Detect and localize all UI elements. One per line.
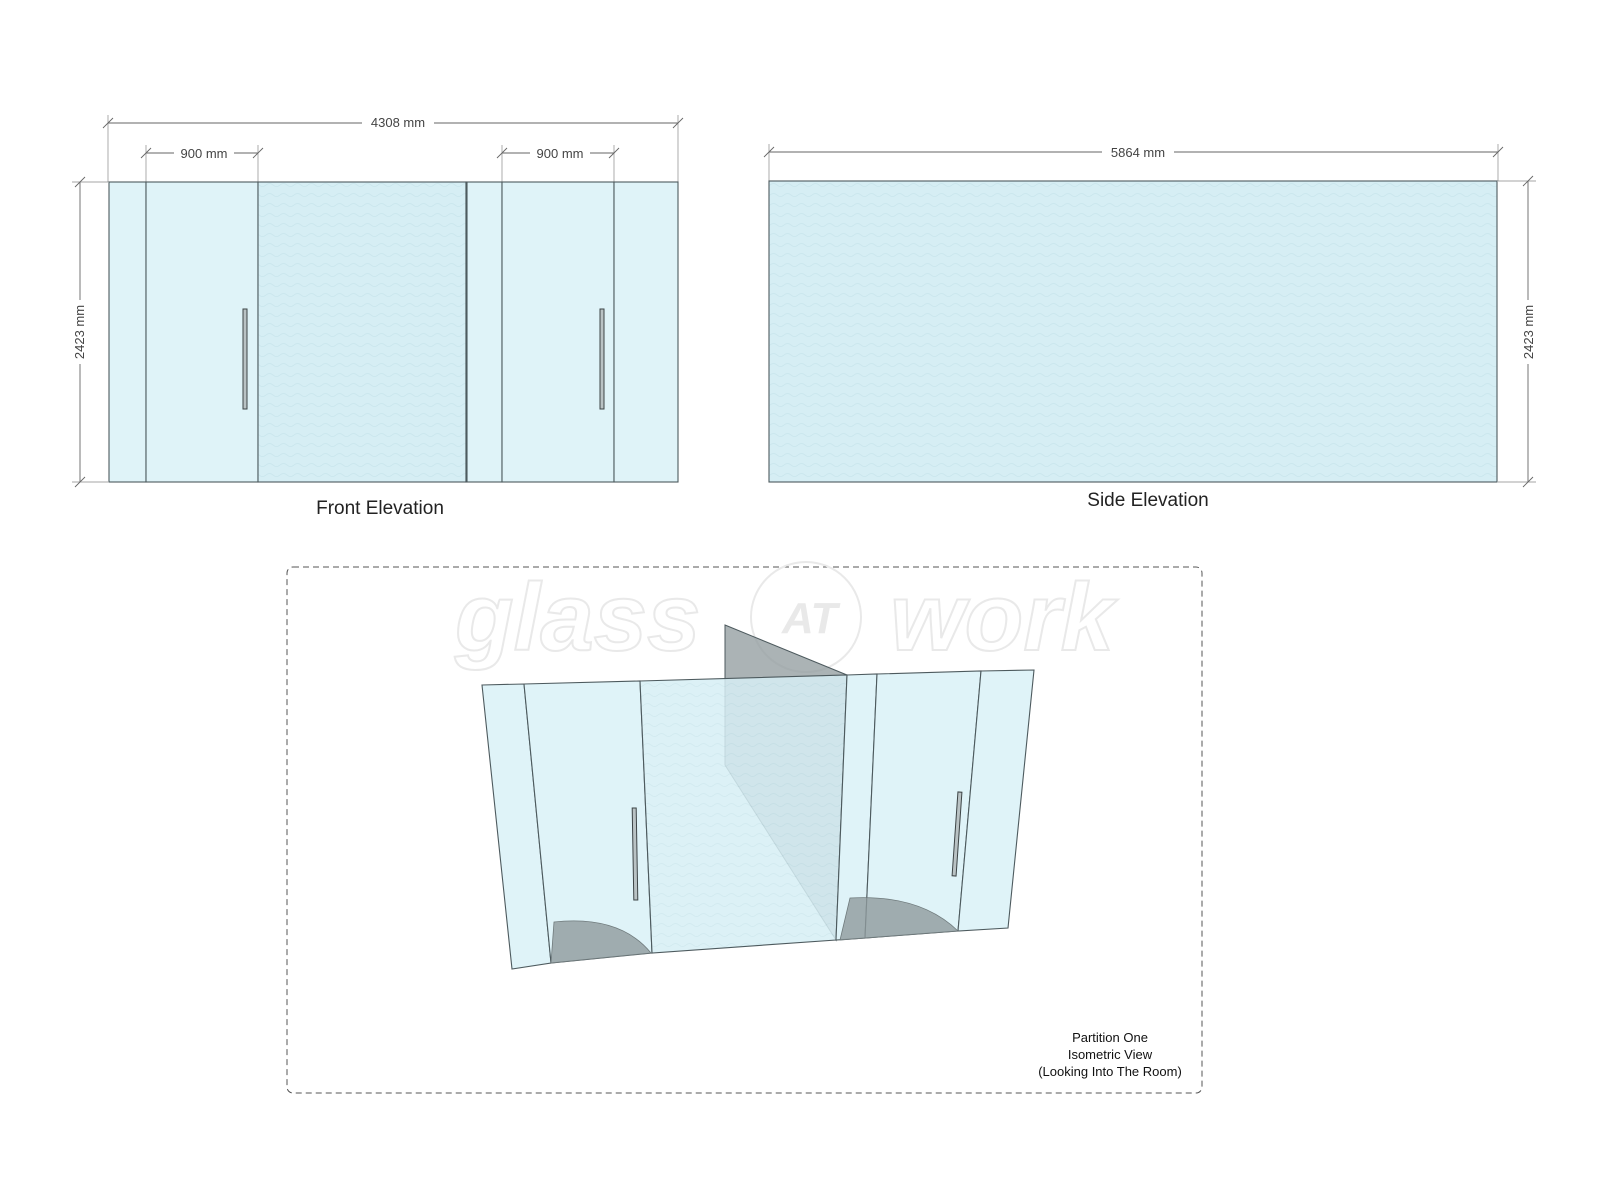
front-door-left-handle bbox=[242, 308, 248, 410]
iso-caption-line2: Isometric View bbox=[1068, 1047, 1153, 1062]
front-door-left bbox=[145, 181, 259, 483]
iso-caption-line1: Partition One bbox=[1072, 1030, 1148, 1045]
front-elevation: 4308 mm 900 mm 900 mm bbox=[71, 114, 684, 519]
watermark-logo: glass AT work bbox=[453, 561, 1120, 673]
front-door-left-width-label: 900 mm bbox=[181, 146, 228, 161]
side-elevation-title: Side Elevation bbox=[1087, 490, 1208, 511]
iso-side-panel-right bbox=[957, 669, 1035, 932]
side-height-label: 2423 mm bbox=[1521, 305, 1536, 359]
front-fixed-panel-center bbox=[257, 181, 467, 483]
front-door-left-width-dimension: 900 mm bbox=[140, 145, 264, 182]
front-overall-width-dimension: 4308 mm bbox=[102, 114, 684, 182]
front-overall-width-label: 4308 mm bbox=[371, 115, 425, 130]
svg-text:AT: AT bbox=[781, 594, 841, 643]
svg-text:glass: glass bbox=[454, 564, 700, 671]
front-side-panel-right bbox=[613, 181, 679, 483]
side-fixed-panel bbox=[768, 180, 1498, 483]
side-height-dimension: 2423 mm bbox=[1498, 175, 1537, 488]
front-door-right-width-label: 900 mm bbox=[537, 146, 584, 161]
iso-fixed-panel-center bbox=[639, 674, 848, 954]
isometric-view-frame bbox=[286, 566, 1203, 1094]
isometric-view: glass AT work Partition One Isometric Vi… bbox=[286, 561, 1203, 1094]
iso-door-left-handle bbox=[631, 807, 639, 901]
svg-text:work: work bbox=[890, 564, 1119, 671]
side-overall-width-label: 5864 mm bbox=[1111, 145, 1165, 160]
side-elevation: 5864 mm 2423 mm Side Elevation bbox=[763, 144, 1537, 511]
iso-door-right-swing bbox=[839, 897, 959, 941]
side-overall-width-dimension: 5864 mm bbox=[763, 144, 1504, 181]
iso-door-left-swing bbox=[550, 920, 652, 964]
iso-door-right-handle bbox=[951, 791, 963, 877]
front-door-right-handle bbox=[599, 308, 605, 410]
front-height-label: 2423 mm bbox=[72, 305, 87, 359]
front-height-dimension: 2423 mm bbox=[71, 176, 108, 488]
front-door-right bbox=[501, 181, 615, 483]
front-elevation-title: Front Elevation bbox=[316, 498, 444, 519]
front-door-right-width-dimension: 900 mm bbox=[496, 145, 620, 182]
front-side-panel-left bbox=[108, 181, 147, 483]
front-side-panel-mid bbox=[465, 181, 503, 483]
iso-caption-line3: (Looking Into The Room) bbox=[1038, 1064, 1182, 1079]
